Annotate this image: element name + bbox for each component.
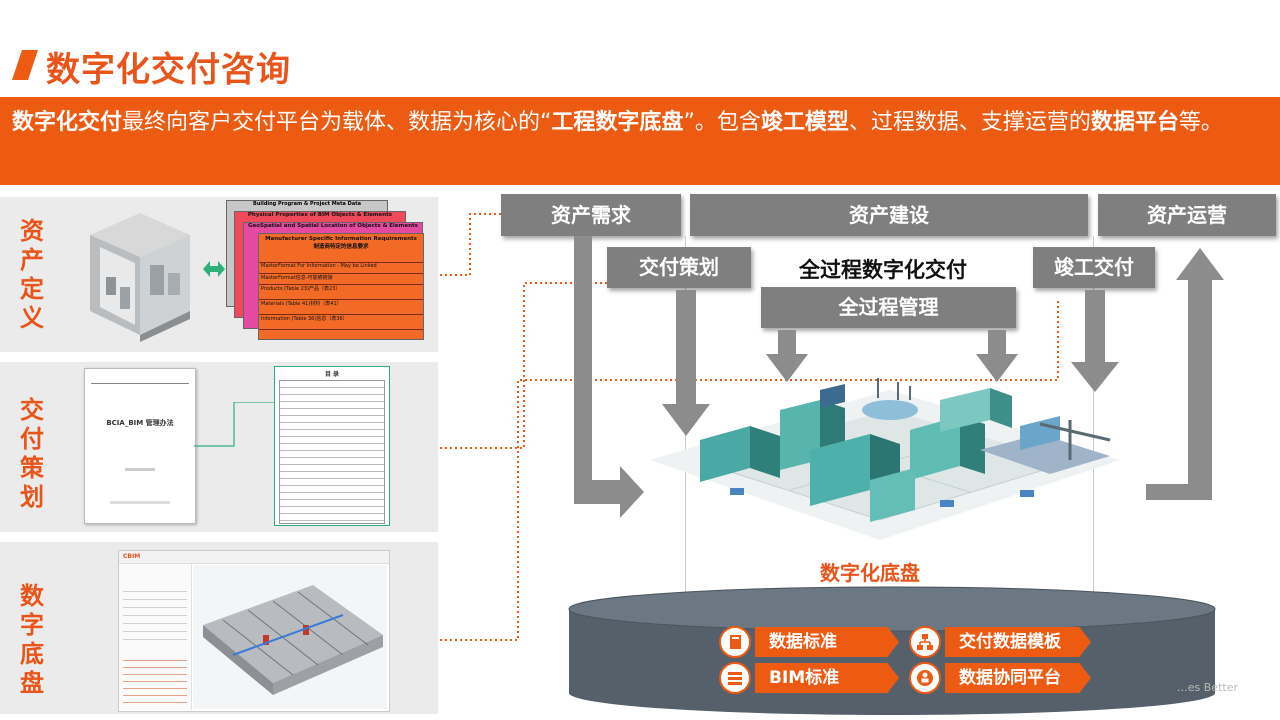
table-of-contents: 目 录 — [274, 366, 390, 526]
banner-text: 数字化交付最终向客户交付平台为载体、数据为核心的“工程数字底盘”。包含竣工模型、… — [12, 105, 1272, 141]
doc-cover-line — [110, 501, 170, 504]
panel-label-asset-definition: 资 产 定 义 — [20, 217, 44, 332]
doc-cover-line — [125, 468, 155, 471]
banner-text-part: 最终向客户交付平台为载体、数据为核心的“ — [122, 110, 552, 135]
panel-asset-definition: 资 产 定 义 Building Program & Project Meta … — [0, 197, 438, 352]
double-arrow-icon — [203, 261, 225, 277]
book-icon — [719, 626, 751, 658]
box-asset-operation: 资产运营 — [1098, 194, 1276, 236]
box-full-process-management: 全过程管理 — [761, 287, 1016, 328]
flow-arrows — [574, 236, 1224, 518]
doc-row: Materials (Table 41)材料（表41） — [259, 299, 423, 314]
banner-term-digital-delivery: 数字化交付 — [12, 110, 123, 135]
dotted-connectors — [440, 213, 1059, 641]
box-asset-demand: 资产需求 — [501, 194, 681, 236]
layers-icon — [719, 662, 751, 694]
doc-front-title: Manufacturer Specific Information Requir… — [265, 236, 417, 242]
label-digital-base: 数字化底盘 — [820, 561, 920, 585]
label-full-process-delivery: 全过程数字化交付 — [799, 258, 967, 282]
banner-text-part: 等。 — [1178, 110, 1223, 135]
box-delivery-planning: 交付策划 — [607, 247, 751, 288]
org-chart-icon — [909, 626, 941, 658]
banner-term-asbuilt-model: 竣工模型 — [760, 110, 849, 135]
software-tree — [123, 584, 187, 644]
software-3d-view — [193, 565, 387, 709]
doc-header-line — [91, 375, 189, 384]
intro-banner: 数字化交付最终向客户交付平台为载体、数据为核心的“工程数字底盘”。包含竣工模型、… — [0, 97, 1280, 185]
box-completion-delivery: 竣工交付 — [1033, 247, 1155, 288]
panel-delivery-planning: 交 付 策 划 BCIA_BIM 管理办法 目 录 — [0, 362, 438, 532]
software-titlebar: CBIM — [119, 551, 389, 564]
banner-text-part: 、过程数据、支撑运营的 — [848, 110, 1091, 135]
watermark-text: …es Better — [1176, 681, 1238, 694]
stacked-documents: Building Program & Project Meta Data Phy… — [226, 200, 426, 350]
doc-row: Information (Table 36)信息（表36） — [259, 314, 423, 330]
panel-label-digital-base: 数 字 底 盘 — [20, 582, 44, 697]
platform-item-label: BIM标准 — [755, 663, 899, 693]
banner-term-data-platform: 数据平台 — [1090, 110, 1179, 135]
doc-connector-line — [194, 402, 274, 447]
software-tree — [123, 654, 187, 704]
document-cover: BCIA_BIM 管理办法 — [84, 368, 196, 524]
software-sidebar — [119, 564, 192, 710]
people-icon — [909, 662, 941, 694]
toc-lines — [279, 380, 385, 524]
doc-row: MasterFormat For Information - May be Li… — [259, 262, 423, 273]
box-asset-construction: 资产建设 — [690, 194, 1088, 236]
platform-item-label: 数据协同平台 — [945, 663, 1091, 693]
toc-header: 目 录 — [324, 371, 340, 378]
panel-digital-base: 数 字 底 盘 CBIM — [0, 542, 438, 714]
page-title: 数字化交付咨询 — [46, 50, 291, 90]
separator-line — [1093, 236, 1094, 598]
banner-text-part: ”。包含 — [683, 110, 761, 135]
panel-label-delivery-planning: 交 付 策 划 — [20, 396, 44, 511]
doc-row: MasterFormat信息-可能被链接 — [259, 273, 423, 284]
software-screenshot: CBIM — [118, 550, 390, 712]
banner-term-digital-base: 工程数字底盘 — [551, 110, 684, 135]
title-slash-icon — [12, 50, 38, 80]
platform-item-label: 数据标准 — [755, 627, 899, 657]
doc-row: Products (Table 23)产品（表23） — [259, 284, 423, 299]
doc-sheet-front: Manufacturer Specific Information Requir… — [258, 233, 424, 340]
doc-cover-title: BCIA_BIM 管理办法 — [106, 419, 174, 427]
room-3d-model-image — [90, 213, 190, 342]
digital-city-illustration — [650, 378, 1120, 540]
platform-item-label: 交付数据模板 — [945, 627, 1091, 657]
doc-front-subtitle: 制造商特定的信息要求 — [313, 244, 369, 250]
